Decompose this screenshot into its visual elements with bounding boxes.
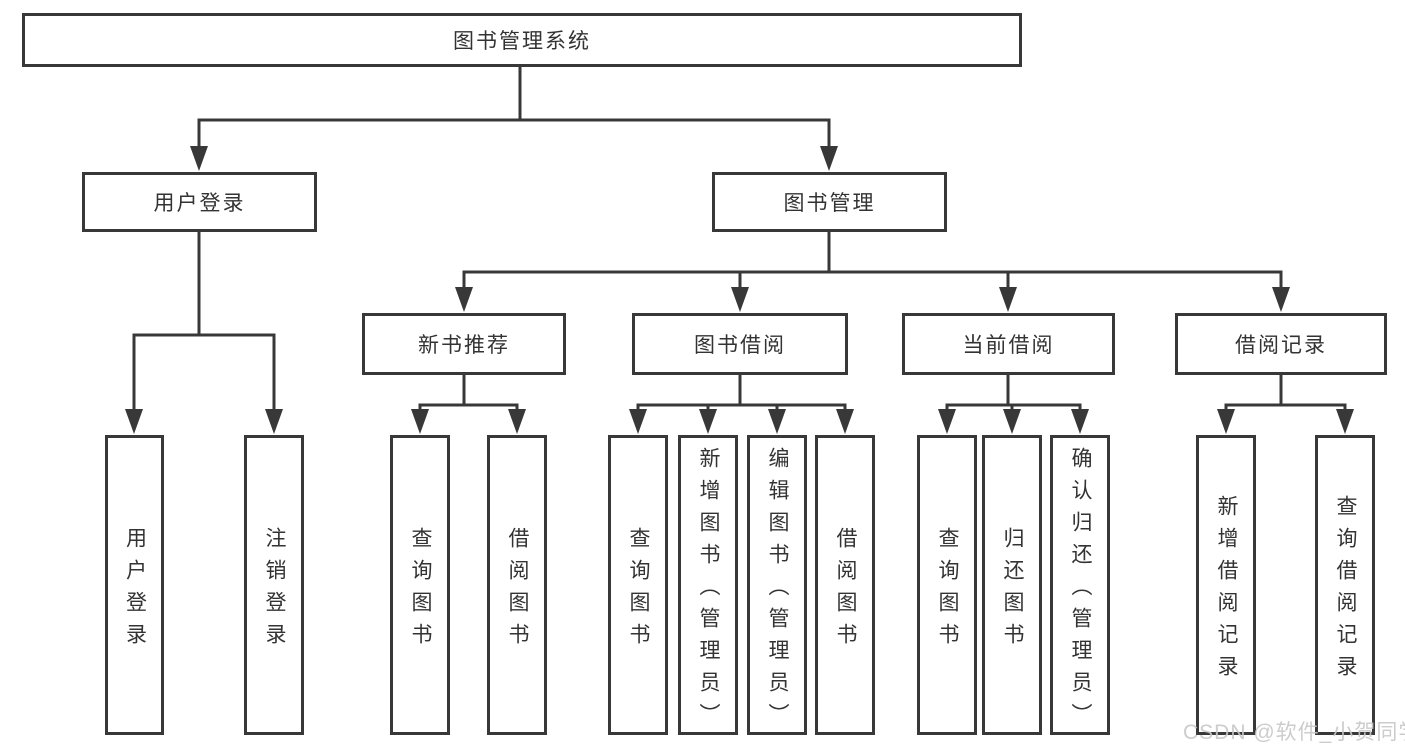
node-label: 查询借阅记录 (1334, 494, 1357, 687)
leaf-user-login: 用户登录 (105, 435, 164, 735)
arrowhead (1217, 409, 1235, 434)
node-user-login-branch: 用户登录 (82, 172, 317, 232)
arrowhead (265, 409, 283, 434)
arrowhead (1272, 287, 1290, 312)
node-label: 新增借阅记录 (1215, 494, 1238, 687)
leaf-edit-book-admin: 编辑图书（管理员） (747, 435, 807, 735)
node-label: 图书管理系统 (453, 30, 591, 53)
node-label: 图书借阅 (694, 334, 786, 357)
csdn-watermark: CSDN @软件_小贺同学 (1183, 721, 1405, 744)
leaf-return-book: 归还图书 (982, 435, 1042, 735)
node-label: 查询图书 (409, 526, 432, 655)
arrowhead (836, 409, 854, 434)
leaf-query-borrow-record: 查询借阅记录 (1315, 435, 1375, 735)
node-new-book-recommend: 新书推荐 (362, 313, 566, 375)
node-label: 借阅图书 (834, 526, 857, 655)
node-label: 新书推荐 (418, 334, 510, 357)
node-book-management-branch: 图书管理 (712, 172, 947, 232)
arrowhead (125, 409, 143, 434)
node-system-root: 图书管理系统 (22, 13, 1022, 67)
node-label: 查询图书 (627, 526, 650, 655)
arrowhead (190, 146, 208, 171)
node-label: 用户登录 (153, 192, 246, 215)
arrowhead (820, 146, 838, 171)
arrowhead (768, 409, 786, 434)
leaf-query-books-borrowing: 查询图书 (608, 435, 668, 735)
arrowhead (1003, 409, 1021, 434)
node-label: 借阅记录 (1235, 334, 1327, 357)
arrowhead (938, 409, 956, 434)
leaf-query-books-current: 查询图书 (917, 435, 977, 735)
arrowhead (699, 409, 717, 434)
arrowhead (1071, 409, 1089, 434)
arrowhead (999, 287, 1017, 312)
node-label: 查询图书 (936, 526, 959, 655)
leaf-borrow-books-borrowing: 借阅图书 (815, 435, 875, 735)
node-label: 归还图书 (1001, 526, 1024, 655)
leaf-logout: 注销登录 (244, 435, 304, 735)
node-label: 图书管理 (783, 192, 876, 215)
node-label: 确认归还（管理员） (1069, 446, 1092, 735)
arrowhead (731, 287, 749, 312)
arrowhead (411, 409, 429, 434)
leaf-add-book-admin: 新增图书（管理员） (678, 435, 738, 735)
node-label: 编辑图书（管理员） (766, 446, 789, 735)
node-label: 新增图书（管理员） (697, 446, 720, 735)
arrowhead (455, 287, 473, 312)
node-book-borrowing: 图书借阅 (632, 313, 848, 375)
arrowhead (1336, 409, 1354, 434)
node-borrowing-records: 借阅记录 (1175, 313, 1387, 375)
node-label: 注销登录 (263, 526, 286, 655)
leaf-borrow-books-recommend: 借阅图书 (487, 435, 547, 735)
leaf-add-borrow-record: 新增借阅记录 (1196, 435, 1256, 735)
node-label: 用户登录 (123, 526, 147, 655)
node-current-borrowing: 当前借阅 (902, 313, 1115, 375)
arrowhead (629, 409, 647, 434)
node-label: 借阅图书 (506, 526, 529, 655)
leaf-query-books-recommend: 查询图书 (390, 435, 450, 735)
leaf-confirm-return-admin: 确认归还（管理员） (1050, 435, 1110, 735)
node-label: 当前借阅 (962, 334, 1055, 357)
arrowhead (508, 409, 526, 434)
